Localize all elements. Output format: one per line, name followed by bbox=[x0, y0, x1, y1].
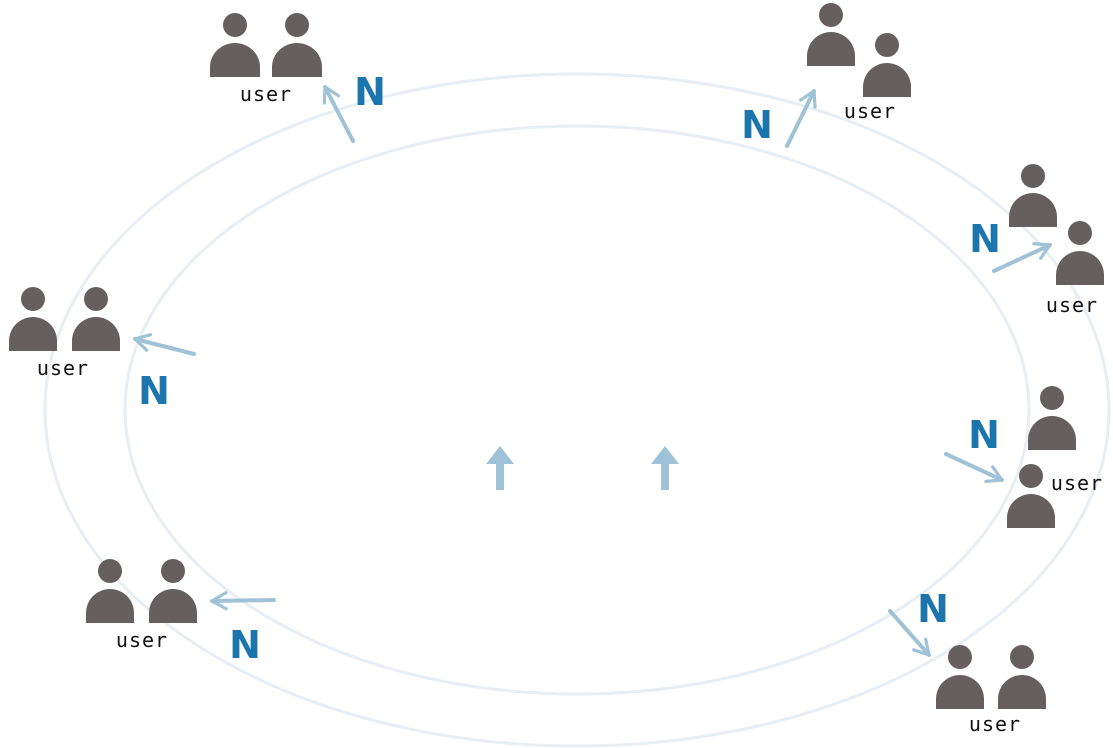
connection-arrow bbox=[785, 89, 817, 148]
user-pair-icon bbox=[936, 645, 1046, 709]
user-pair-icon bbox=[807, 3, 911, 97]
user-pair-icon bbox=[86, 559, 197, 623]
user-pair-icon bbox=[9, 287, 120, 351]
connection-arrow bbox=[133, 333, 196, 356]
n-label: N bbox=[229, 623, 261, 667]
user-label: user bbox=[116, 628, 168, 652]
user-label: user bbox=[969, 712, 1021, 736]
n-label: N bbox=[138, 369, 170, 413]
connection-arrow bbox=[888, 609, 931, 657]
user-label: user bbox=[240, 82, 292, 106]
user-group-bottom-left: user N bbox=[86, 559, 276, 667]
user-group-right-middle: user N bbox=[944, 386, 1103, 528]
user-group-top-left: user N bbox=[210, 13, 386, 143]
connection-arrow bbox=[210, 591, 276, 611]
user-label: user bbox=[37, 356, 89, 380]
n-label: N bbox=[968, 413, 1000, 457]
connection-arrow bbox=[992, 242, 1052, 273]
n-label: N bbox=[354, 70, 386, 114]
user-pair-icon bbox=[1007, 386, 1076, 528]
user-label: user bbox=[1051, 471, 1103, 495]
up-arrow-icon bbox=[486, 446, 514, 490]
connection-arrow bbox=[322, 85, 355, 143]
n-label: N bbox=[741, 103, 773, 147]
user-group-top-right: user N bbox=[741, 3, 911, 148]
n-label: N bbox=[969, 217, 1001, 261]
user-group-bottom-right: user N bbox=[888, 587, 1046, 736]
connection-arrow bbox=[944, 452, 1004, 483]
n-label: N bbox=[917, 587, 949, 631]
user-label: user bbox=[1046, 293, 1098, 317]
up-arrow-icon bbox=[651, 446, 679, 490]
user-pair-icon bbox=[1009, 164, 1104, 285]
inner-ring bbox=[123, 124, 1031, 696]
user-group-left: user N bbox=[9, 287, 196, 413]
center-arrow-right bbox=[651, 446, 679, 490]
user-label: user bbox=[844, 99, 896, 123]
outer-ring bbox=[43, 72, 1111, 748]
center-arrow-left bbox=[486, 446, 514, 490]
user-pair-icon bbox=[210, 13, 322, 77]
user-group-right-upper: user N bbox=[969, 164, 1104, 317]
